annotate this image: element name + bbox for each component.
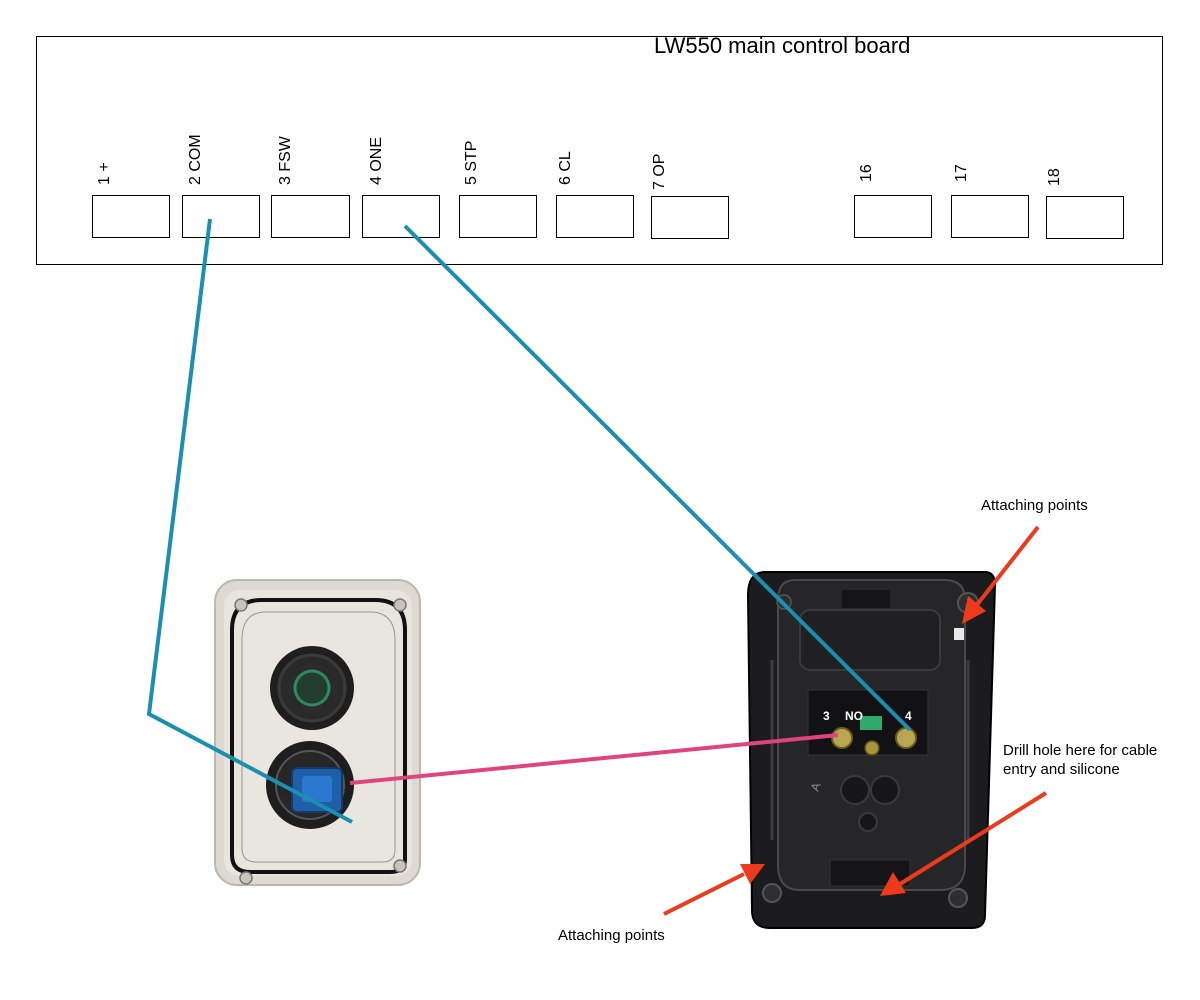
main-control-board — [36, 36, 1163, 265]
arrow-drill-hole — [880, 791, 1048, 896]
terminal-16-box — [854, 195, 932, 238]
terminal-3-box — [271, 195, 350, 238]
drill-hole-label: Drill hole here for cable entry and sili… — [1003, 742, 1158, 778]
attaching-points-top-label: Attaching points — [981, 497, 1088, 514]
wire-pushbutton-to-switch — [349, 733, 839, 785]
terminal-18-box — [1046, 196, 1124, 239]
terminal-7-box — [651, 196, 729, 239]
switch-no-label: NO — [845, 709, 863, 723]
terminal-17-box — [951, 195, 1029, 238]
terminal-5-box — [459, 195, 537, 238]
board-title: LW550 main control board — [654, 33, 911, 58]
switch-terminal-3-label: 3 — [823, 709, 830, 723]
switch-terminal-4-label: 4 — [905, 709, 912, 723]
attaching-points-bottom-label: Attaching points — [558, 927, 665, 944]
wire-com-to-pushbutton — [146, 218, 353, 824]
arrow-bottom-attaching — [663, 864, 765, 916]
wire-one-to-switch — [403, 224, 912, 732]
switch-enclosure: 3 NO 4 A — [746, 571, 997, 929]
terminal-4-box — [362, 195, 440, 238]
arrow-top-attaching — [962, 525, 1040, 624]
pushbutton-enclosure — [214, 579, 421, 886]
terminal-1-box — [92, 195, 170, 238]
terminal-2-box — [182, 195, 260, 238]
terminal-6-box — [556, 195, 634, 238]
